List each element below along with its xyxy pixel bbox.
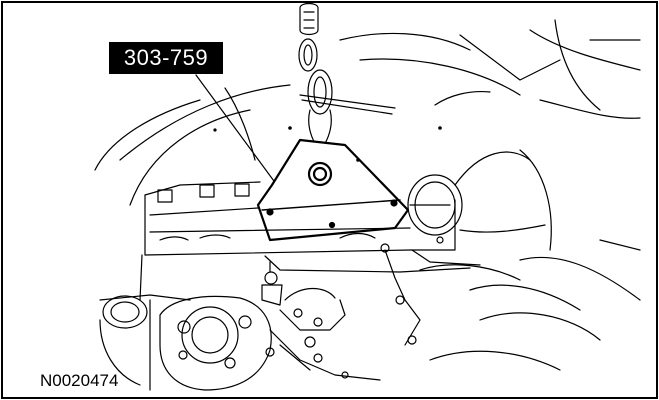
- intake-cover: [407, 149, 552, 251]
- oil-pump-assembly: [261, 261, 381, 381]
- figure-id: N0020474: [40, 371, 119, 390]
- timing-cover: [159, 295, 272, 391]
- fastener-dots: [213, 126, 442, 162]
- cylinder-head: [139, 181, 481, 301]
- tool-callout-label: 303-759: [109, 42, 223, 74]
- callout-leader-line: [195, 74, 283, 193]
- engine-bay-lines: [94, 19, 641, 206]
- accessory-bracket: [380, 236, 641, 371]
- engine-block-lower: [99, 294, 191, 391]
- lifting-chain: [298, 2, 333, 149]
- lifting-bracket-303-759: [256, 138, 410, 242]
